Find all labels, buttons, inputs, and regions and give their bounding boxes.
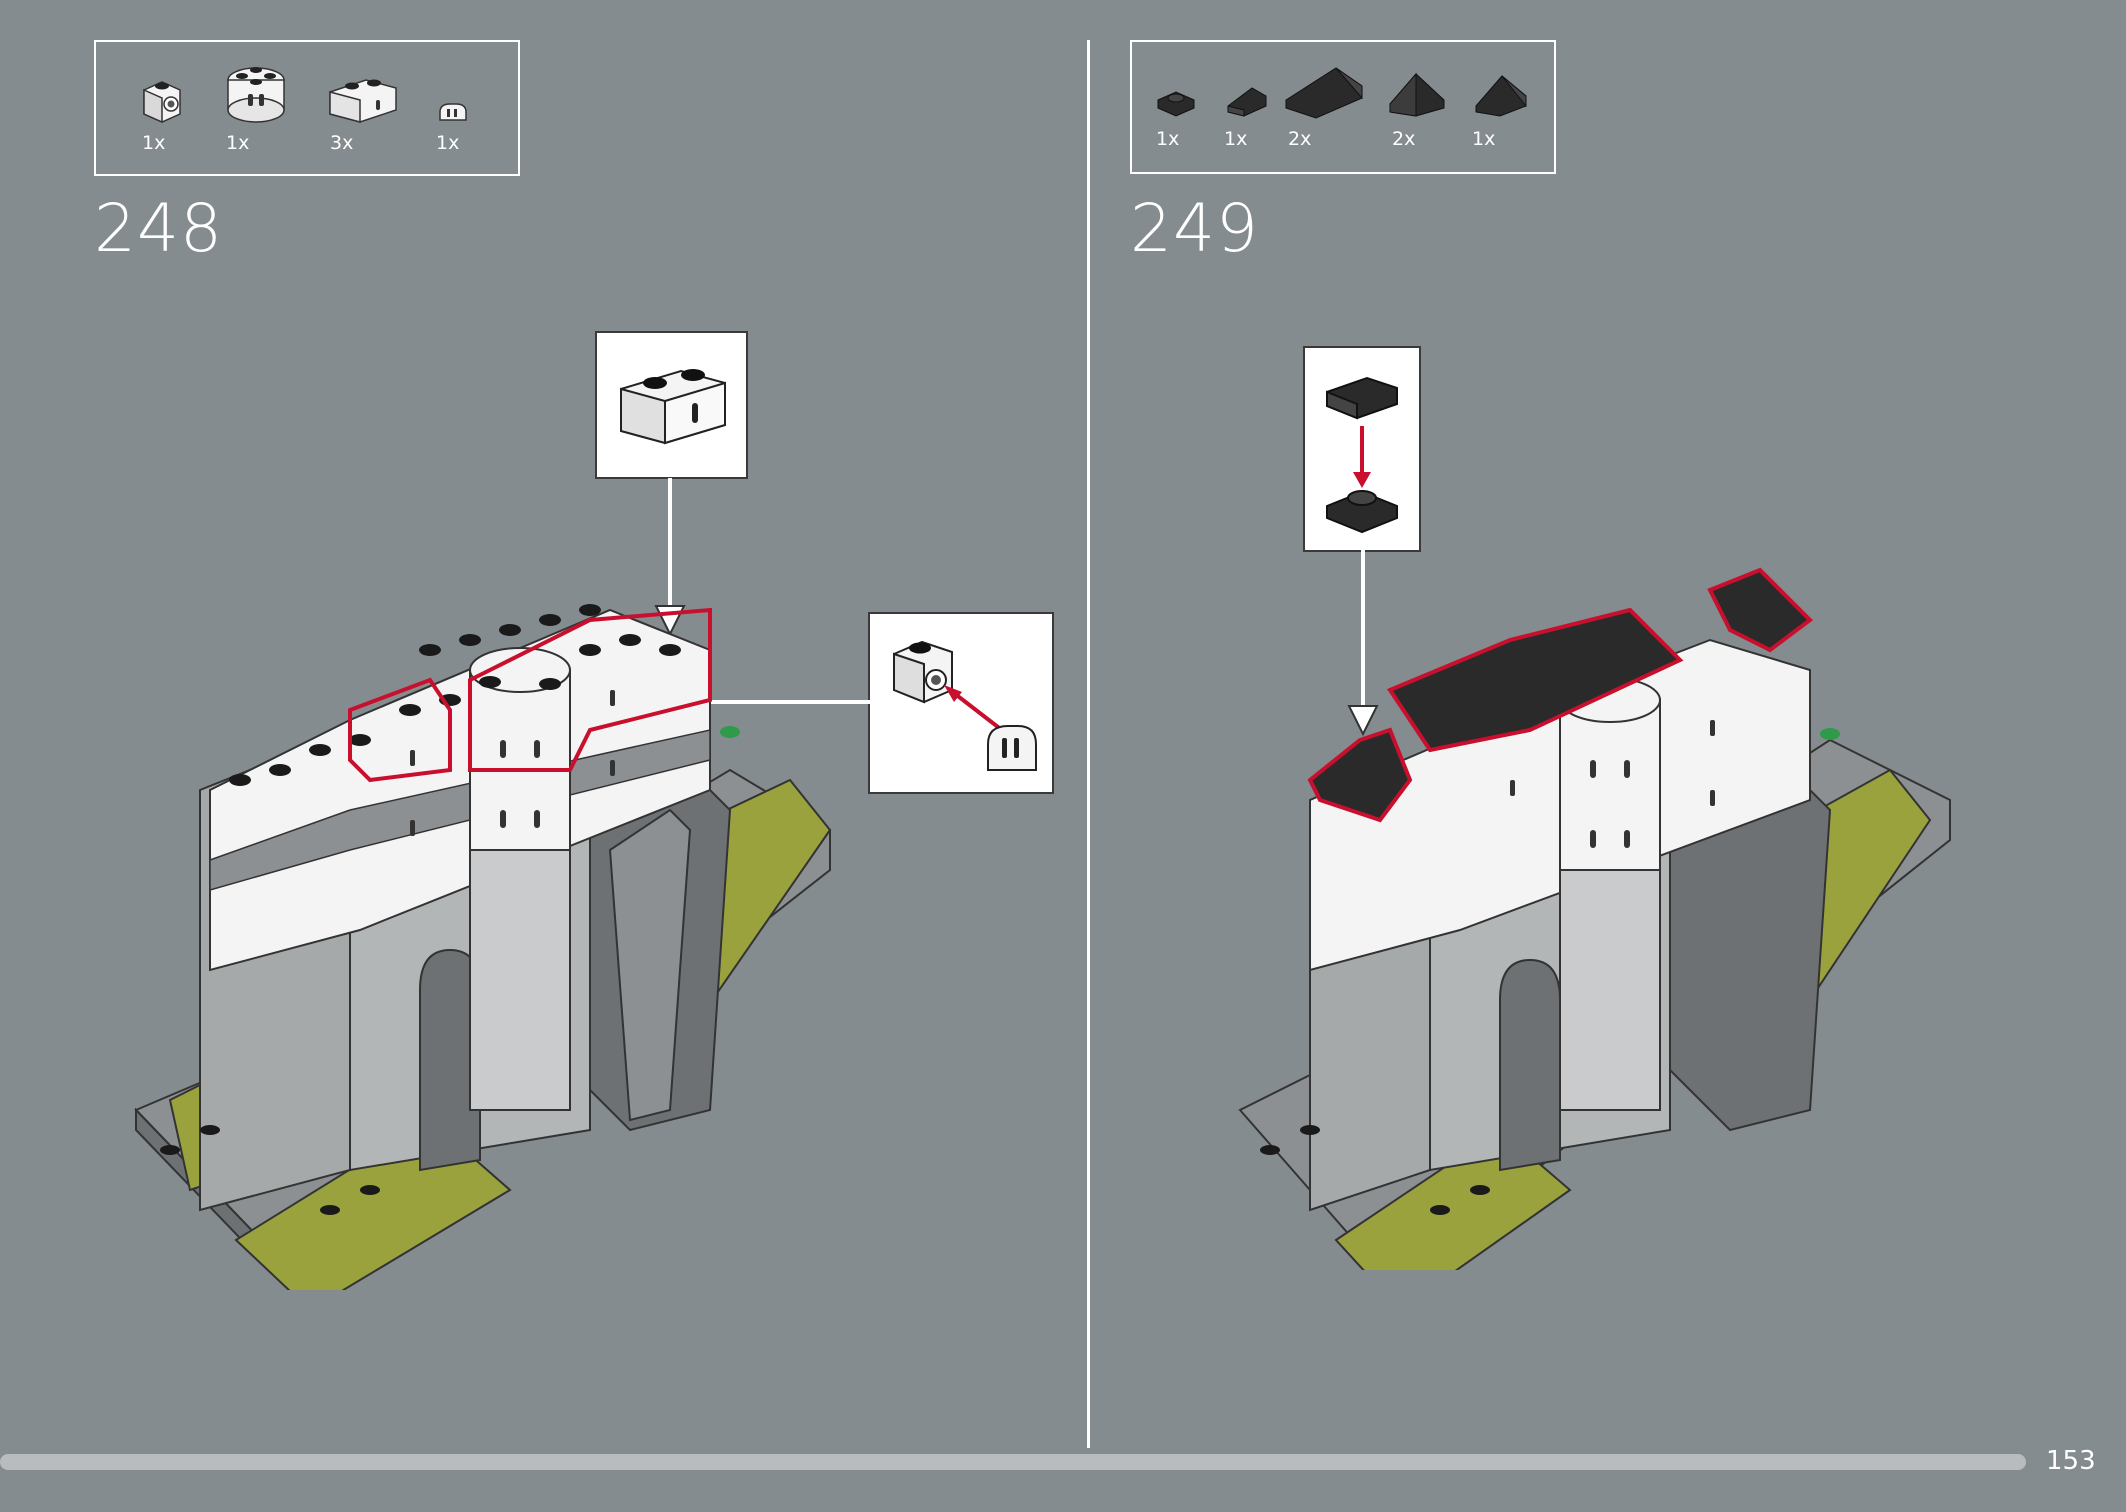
parts-list-step-248: 1x 1x 3x 1x [94, 40, 520, 176]
page-progress-bar [0, 1454, 2026, 1470]
step-number-248: 248 [94, 190, 223, 267]
callout-slope-on-plate [1303, 346, 1421, 552]
white-window-brick-1x2-icon [620, 369, 726, 445]
black-plate-1x1-icon [1154, 86, 1198, 118]
part-qty: 1x [226, 132, 250, 154]
parts-list-step-249: 1x 1x 2x 2x 1x [1130, 40, 1556, 174]
part-qty: 2x [1392, 128, 1416, 150]
part-qty: 1x [1156, 128, 1180, 150]
part-qty: 3x [330, 132, 354, 154]
white-headlight-brick-icon [893, 640, 953, 704]
white-round-turret-brick-icon [224, 64, 288, 126]
callout-headlight-arch [868, 612, 1054, 794]
model-render-step-249 [1230, 550, 1990, 1270]
part-qty: 1x [1224, 128, 1248, 150]
white-headlight-brick-icon [138, 76, 186, 124]
black-roof-peak-icon [1386, 70, 1448, 118]
part-qty: 2x [1288, 128, 1312, 150]
page-number: 153 [2046, 1446, 2096, 1476]
step-number-249: 249 [1130, 190, 1259, 267]
callout-window-brick [595, 331, 748, 479]
part-qty: 1x [142, 132, 166, 154]
black-slope-1x1-icon [1326, 376, 1398, 420]
black-roof-slope-large-icon [1282, 64, 1366, 120]
part-qty: 1x [436, 132, 460, 154]
white-window-brick-1x2-icon [326, 72, 400, 126]
black-roof-slope-small-icon [1472, 72, 1530, 118]
page-divider [1087, 40, 1090, 1448]
black-slope-1x1-icon [1224, 82, 1270, 118]
white-arch-tile-icon [436, 100, 470, 126]
model-render-step-248 [130, 470, 1080, 1290]
black-plate-1x1-icon [1326, 490, 1398, 534]
white-arch-tile-icon [987, 725, 1037, 771]
part-qty: 1x [1472, 128, 1496, 150]
